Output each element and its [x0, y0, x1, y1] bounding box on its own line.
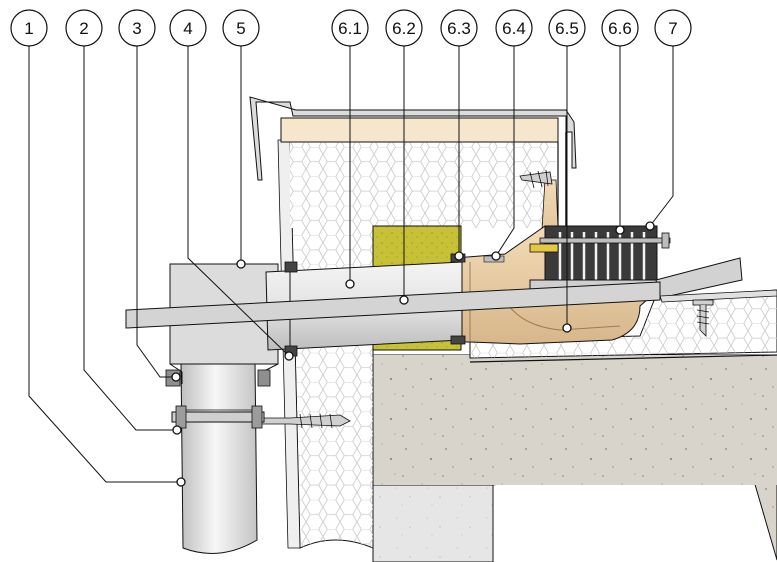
callout-1: 1: [10, 9, 48, 47]
callout-6.3: 6.3: [440, 9, 478, 47]
callout-circle: [495, 9, 533, 47]
callout-6.6: 6.6: [601, 9, 639, 47]
callout-target-5: [236, 259, 246, 269]
callout-4: 4: [169, 9, 207, 47]
callout-6.4: 6.4: [495, 9, 533, 47]
fixing-bolt: [539, 237, 671, 244]
callout-circle: [10, 9, 48, 47]
callout-3: 3: [118, 9, 156, 47]
concrete-column: [372, 484, 494, 562]
callout-label: 7: [668, 19, 677, 38]
callout-target-1: [176, 477, 186, 487]
callout-2: 2: [65, 9, 103, 47]
callout-circle: [385, 9, 423, 47]
callout-label: 6.4: [502, 19, 526, 38]
pipe-clamp: [171, 411, 265, 423]
callout-7: 7: [654, 9, 692, 47]
callout-label: 6.1: [338, 19, 362, 38]
callout-circle: [65, 9, 103, 47]
callout-label: 6.6: [608, 19, 632, 38]
callout-circle: [222, 9, 260, 47]
callout-circle: [548, 9, 586, 47]
callout-target-4: [284, 351, 294, 361]
downpipe: [180, 361, 258, 554]
callout-label: 5: [236, 19, 245, 38]
callout-target-7: [645, 221, 655, 231]
callout-target-6.5: [562, 323, 572, 333]
callout-leader-4: [187, 46, 290, 357]
callout-circle: [654, 9, 692, 47]
callout-6.1: 6.1: [331, 9, 369, 47]
callout-circle: [331, 9, 369, 47]
callout-circle: [440, 9, 478, 47]
timber-cap: [280, 117, 559, 143]
callout-circle: [118, 9, 156, 47]
callout-target-6.1: [345, 279, 355, 289]
callout-circle: [601, 9, 639, 47]
wall-anchor: [261, 413, 351, 429]
membrane-screw: [692, 299, 714, 337]
callout-leader-3: [136, 46, 176, 378]
callout-circle: [169, 9, 207, 47]
callout-target-2: [172, 425, 182, 435]
callout-label: 2: [79, 19, 88, 38]
callout-6.2: 6.2: [385, 9, 423, 47]
callout-6.5: 6.5: [548, 9, 586, 47]
callout-label: 1: [24, 19, 33, 38]
callout-label: 3: [132, 19, 141, 38]
callout-label: 6.2: [392, 19, 416, 38]
callout-target-3: [171, 372, 181, 382]
callout-leader-7: [649, 46, 674, 227]
callout-target-6.6: [615, 225, 625, 235]
callout-label: 4: [183, 19, 192, 38]
callout-leader-1: [28, 46, 181, 483]
callout-5: 5: [222, 9, 260, 47]
callout-target-6.3: [454, 251, 464, 261]
roof-screw: [519, 169, 553, 189]
callout-leader-2: [83, 46, 177, 431]
callout-label: 6.3: [447, 19, 471, 38]
drain-grate: [529, 225, 661, 291]
callout-leader-6.4: [495, 46, 515, 257]
callout-label: 6.5: [555, 19, 579, 38]
roof-membrane: [655, 257, 743, 299]
callout-target-6.2: [399, 295, 409, 305]
callout-target-6.4: [491, 251, 501, 261]
emergency-overflow-tube: [125, 281, 661, 329]
